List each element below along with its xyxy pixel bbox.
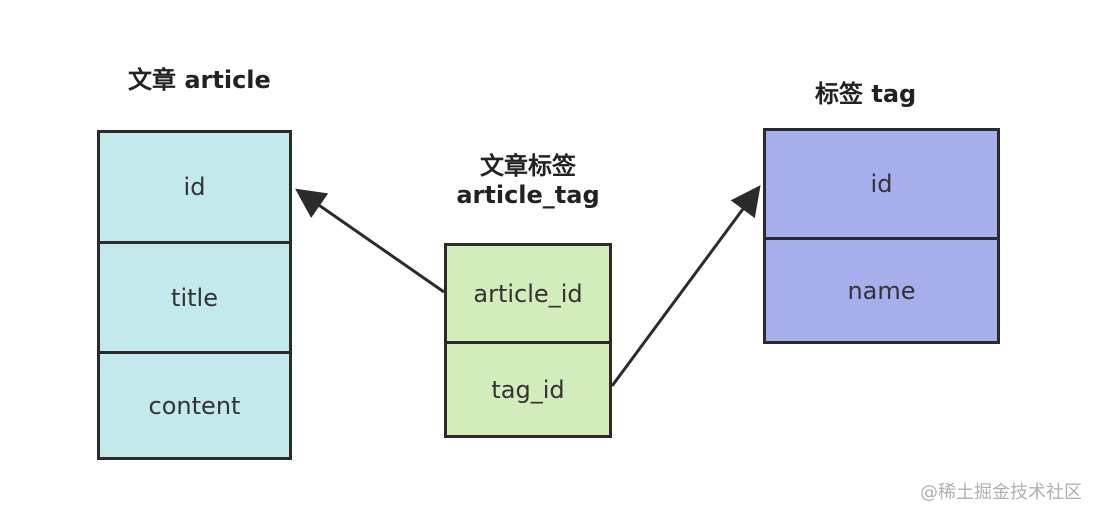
article-field-content: content [100,351,289,457]
article-tag-title-line1: 文章标签 [480,152,576,180]
article-table-title: 文章 article [128,66,271,94]
article-tag-field-tag-id: tag_id [447,341,609,435]
article-table: id title content [97,130,292,460]
article-tag-table-title: 文章标签 article_tag [440,152,616,210]
article-tag-title-line2: article_tag [456,180,600,209]
article-tag-field-article-id: article_id [473,279,583,308]
tag-field-id: id [870,170,893,198]
tag-table-title: 标签 tag [815,80,917,108]
arrow-article-id-to-article-id [295,188,445,294]
article-field-title: title [100,241,289,351]
tag-field-name: name [766,237,997,341]
article-field-id: id [183,173,206,201]
article-tag-table: article_id tag_id [444,243,612,438]
arrow-tag-id-to-tag-id [610,185,761,387]
tag-table: id name [763,128,1000,344]
watermark-text: @稀土掘金技术社区 [920,482,1082,503]
